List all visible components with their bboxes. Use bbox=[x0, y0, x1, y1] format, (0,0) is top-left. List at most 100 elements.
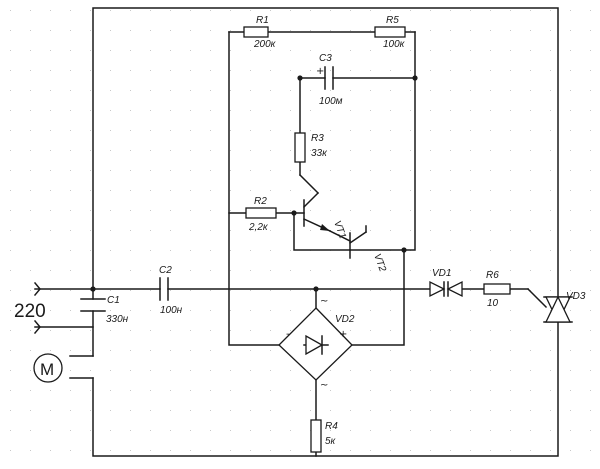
r1-value: 200к bbox=[253, 39, 277, 50]
diode-vd1: VD1 bbox=[429, 268, 463, 298]
grid-dot bbox=[170, 130, 171, 131]
grid-dot bbox=[10, 290, 11, 291]
grid-dot bbox=[450, 390, 451, 391]
grid-dot bbox=[530, 330, 531, 331]
resistor-r2: R2 2,2к bbox=[245, 196, 277, 233]
grid-dot bbox=[290, 330, 291, 331]
grid-dot bbox=[210, 290, 211, 291]
capacitor-c2: C2 100н bbox=[159, 265, 183, 316]
grid-dot bbox=[330, 70, 331, 71]
grid-dot bbox=[430, 190, 431, 191]
grid-dot bbox=[210, 350, 211, 351]
grid-dot bbox=[370, 190, 371, 191]
grid-dot bbox=[70, 390, 71, 391]
grid-dot bbox=[570, 350, 571, 351]
grid-dot bbox=[50, 190, 51, 191]
grid-dot bbox=[190, 190, 191, 191]
grid-dot bbox=[270, 330, 271, 331]
grid-dot bbox=[130, 450, 131, 451]
grid-dot bbox=[470, 150, 471, 151]
grid-dot bbox=[230, 270, 231, 271]
grid-dot bbox=[330, 390, 331, 391]
grid-dot bbox=[450, 90, 451, 91]
grid-dot bbox=[210, 230, 211, 231]
grid-dot bbox=[70, 130, 71, 131]
grid-dot bbox=[590, 190, 591, 191]
grid-dot bbox=[90, 190, 91, 191]
grid-dot bbox=[430, 390, 431, 391]
grid-dot bbox=[10, 10, 11, 11]
grid-dot bbox=[310, 130, 311, 131]
grid-dot bbox=[190, 30, 191, 31]
grid-dot bbox=[30, 250, 31, 251]
grid-dot bbox=[70, 10, 71, 11]
grid-dot bbox=[130, 90, 131, 91]
grid-dot bbox=[70, 350, 71, 351]
grid-dot bbox=[370, 50, 371, 51]
grid-dot bbox=[30, 270, 31, 271]
grid-dot bbox=[170, 390, 171, 391]
grid-dot bbox=[350, 50, 351, 51]
grid-dot bbox=[170, 330, 171, 331]
grid-dot bbox=[370, 170, 371, 171]
grid-dot bbox=[490, 170, 491, 171]
grid-dot bbox=[590, 50, 591, 51]
grid-dot bbox=[110, 190, 111, 191]
grid-dot bbox=[430, 330, 431, 331]
grid-dot bbox=[150, 370, 151, 371]
grid-dot bbox=[550, 150, 551, 151]
grid-dot bbox=[470, 210, 471, 211]
grid-dot bbox=[390, 130, 391, 131]
grid-dot bbox=[590, 310, 591, 311]
grid-dot bbox=[90, 370, 91, 371]
grid-dot bbox=[170, 430, 171, 431]
grid-dot bbox=[350, 350, 351, 351]
supply-voltage: 220 bbox=[14, 301, 46, 322]
grid-dot bbox=[30, 290, 31, 291]
grid-dot bbox=[510, 390, 511, 391]
grid-dot bbox=[150, 10, 151, 11]
grid-dot bbox=[70, 450, 71, 451]
grid-dot bbox=[350, 150, 351, 151]
grid-dot bbox=[310, 150, 311, 151]
grid-dot bbox=[530, 90, 531, 91]
grid-dot bbox=[30, 230, 31, 231]
grid-dot bbox=[50, 130, 51, 131]
grid-dot bbox=[150, 430, 151, 431]
grid-dot bbox=[70, 370, 71, 371]
r5-value: 100к bbox=[383, 39, 406, 50]
grid-dot bbox=[470, 250, 471, 251]
grid-dot bbox=[230, 310, 231, 311]
grid-dot bbox=[70, 230, 71, 231]
grid-dot bbox=[450, 270, 451, 271]
grid-dot bbox=[570, 390, 571, 391]
grid-dot bbox=[490, 210, 491, 211]
grid-dot bbox=[10, 210, 11, 211]
grid-dot bbox=[370, 90, 371, 91]
grid-dot bbox=[510, 170, 511, 171]
grid-dot bbox=[370, 30, 371, 31]
grid-dot bbox=[170, 210, 171, 211]
grid-dot bbox=[150, 390, 151, 391]
grid-dot bbox=[150, 290, 151, 291]
grid-dot bbox=[590, 450, 591, 451]
grid-dot bbox=[70, 210, 71, 211]
grid-dot bbox=[470, 70, 471, 71]
grid-dot bbox=[150, 410, 151, 411]
grid-dot bbox=[470, 50, 471, 51]
grid-dot bbox=[10, 450, 11, 451]
grid-dot bbox=[50, 290, 51, 291]
grid-dot bbox=[370, 390, 371, 391]
grid-dot bbox=[310, 310, 311, 311]
grid-dot bbox=[190, 290, 191, 291]
grid-dot bbox=[330, 90, 331, 91]
grid-dot bbox=[50, 250, 51, 251]
vd1-ref: VD1 bbox=[432, 268, 451, 279]
grid-dot bbox=[230, 390, 231, 391]
grid-dot bbox=[510, 50, 511, 51]
grid-dot bbox=[50, 90, 51, 91]
grid-dot bbox=[550, 250, 551, 251]
grid-dot bbox=[550, 270, 551, 271]
grid-dot bbox=[250, 10, 251, 11]
grid-dot bbox=[550, 330, 551, 331]
